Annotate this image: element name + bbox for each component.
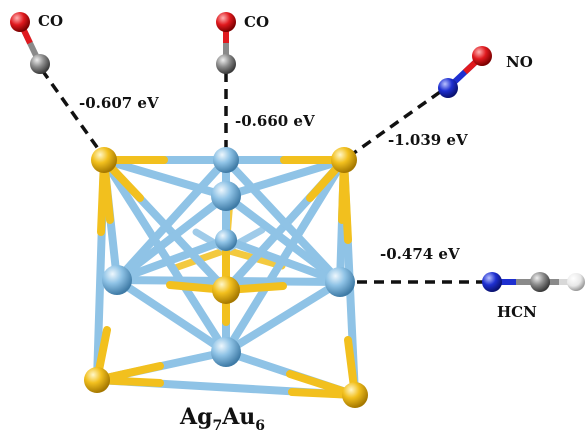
cluster-formula-ag: Ag	[179, 404, 212, 430]
au-atom-top-left	[91, 147, 117, 173]
bond	[222, 156, 344, 286]
au-atom-bottom-left	[84, 367, 110, 393]
no-label: NO	[506, 53, 533, 71]
interaction-line-no	[342, 90, 442, 162]
nitrogen-atom	[438, 78, 458, 98]
bond	[113, 192, 230, 284]
bond	[113, 156, 230, 284]
au-atom-bottom-right	[342, 382, 368, 408]
au-atom-top-right	[331, 147, 357, 173]
nitrogen-atom	[482, 272, 502, 292]
hydrogen-atom	[567, 273, 585, 291]
ag-atom-bottom-center	[211, 337, 241, 367]
au-atom-center	[212, 276, 240, 304]
bond	[222, 156, 348, 356]
cluster-formula-sub1: 7	[212, 418, 222, 434]
ag-atom-back	[215, 229, 237, 251]
cluster-atoms	[84, 147, 368, 408]
energy-label-no: -1.039 eV	[388, 131, 468, 149]
carbon-atom	[30, 54, 50, 74]
hcn-molecule	[482, 272, 585, 292]
co-left-molecule	[10, 12, 50, 74]
hcn-label: HCN	[497, 303, 537, 321]
no-molecule	[438, 46, 492, 98]
oxygen-atom	[216, 12, 236, 32]
bond	[222, 156, 348, 200]
energy-label-co-middle: -0.660 eV	[235, 112, 315, 130]
oxygen-atom	[10, 12, 30, 32]
ag-atom-upper-center	[211, 181, 241, 211]
bond	[222, 278, 344, 356]
oxygen-atom	[472, 46, 492, 66]
bond	[100, 156, 230, 356]
carbon-atom	[530, 272, 550, 292]
cluster-formula: Ag7Au6	[179, 404, 265, 434]
co-middle-label: CO	[244, 13, 269, 31]
bond-half	[340, 156, 352, 244]
ag-atom-left	[102, 265, 132, 295]
bond	[113, 276, 230, 356]
interaction-line-co-left	[40, 68, 106, 159]
bond	[100, 156, 230, 200]
cluster-formula-sub2: 6	[255, 418, 265, 434]
carbon-atom	[216, 54, 236, 74]
ag-atom-top-center	[213, 147, 239, 173]
cluster-formula-au: Au	[221, 404, 255, 430]
co-left-label: CO	[38, 12, 63, 30]
bond	[222, 192, 344, 286]
co-middle-molecule	[216, 12, 236, 74]
ag-atom-right	[325, 267, 355, 297]
energy-label-co-left: -0.607 eV	[79, 94, 159, 112]
energy-label-hcn: -0.474 eV	[380, 245, 460, 263]
